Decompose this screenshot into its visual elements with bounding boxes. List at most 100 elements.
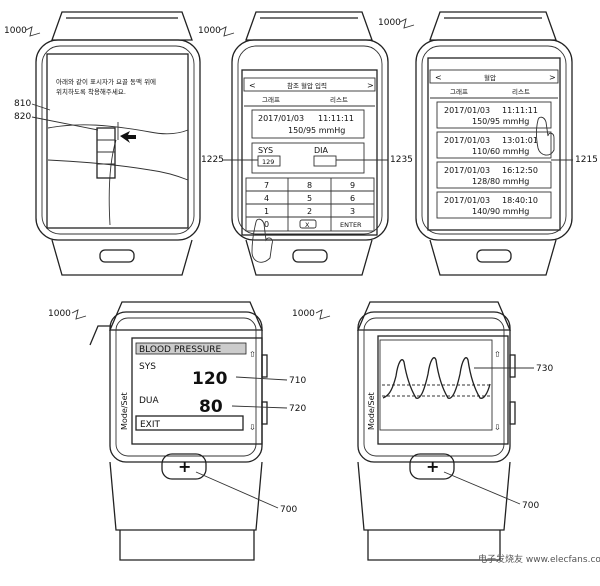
key-8[interactable]: 8 — [307, 181, 312, 190]
ref-1225: 1225 — [201, 155, 224, 165]
key-4[interactable]: 4 — [264, 194, 269, 203]
ref-1000-a: 1000 — [4, 26, 27, 36]
ref-1000-e: 1000 — [292, 309, 315, 319]
instruction-text-2: 위치하도록 착용해주세요. — [56, 87, 126, 96]
ref-1000-c: 1000 — [378, 18, 401, 28]
svg-text:+: + — [426, 457, 439, 476]
svg-text:<: < — [249, 81, 256, 90]
finger-icon — [251, 218, 273, 263]
sys-value: 120 — [192, 369, 228, 389]
svg-text:128/80 mmHg: 128/80 mmHg — [472, 177, 529, 186]
list-item[interactable] — [436, 131, 552, 159]
delete-key[interactable] — [299, 219, 317, 229]
list-item[interactable] — [436, 101, 552, 129]
sys-input[interactable] — [257, 155, 281, 167]
dia-value: 80 — [199, 397, 223, 417]
exit-button[interactable] — [135, 415, 244, 431]
svg-text:EXIT: EXIT — [140, 420, 161, 430]
key-7[interactable]: 7 — [264, 181, 269, 190]
scroll-down-icon[interactable]: ⇩ — [249, 423, 256, 432]
watch-5: ⇧ ⇩ Mode/Set + 1000 730 700 — [292, 301, 553, 561]
plus-button[interactable] — [161, 453, 207, 480]
svg-text:>: > — [549, 73, 556, 82]
svg-text:>: > — [367, 81, 374, 90]
tab-graph[interactable]: 그래프 — [262, 95, 280, 104]
finger-icon — [536, 116, 555, 156]
svg-text:11:11:11: 11:11:11 — [502, 106, 538, 115]
svg-text:150/95 mmHg: 150/95 mmHg — [288, 126, 345, 135]
side-button-top[interactable] — [509, 354, 516, 378]
ref-730: 730 — [536, 364, 553, 374]
key-1[interactable]: 1 — [264, 207, 269, 216]
svg-text:150/95 mmHg: 150/95 mmHg — [472, 117, 529, 126]
key-9[interactable]: 9 — [350, 181, 355, 190]
home-button[interactable] — [476, 249, 512, 263]
key-5[interactable]: 5 — [307, 194, 312, 203]
key-0[interactable]: 0 — [264, 220, 269, 229]
mode-set-label: Mode/Set — [120, 392, 129, 430]
side-button-bottom[interactable] — [509, 401, 516, 425]
list-title: 혈압 — [484, 73, 496, 82]
sys-label: SYS — [258, 146, 273, 155]
ref-810: 810 — [14, 99, 31, 109]
svg-text:16:12:50: 16:12:50 — [502, 166, 538, 175]
sys-label: SYS — [139, 362, 156, 372]
ref-700-a: 700 — [280, 505, 297, 515]
dia-label: DIA — [314, 146, 329, 155]
wrist-bottom-line — [47, 159, 189, 181]
ref-700-b: 700 — [522, 501, 539, 511]
key-6[interactable]: 6 — [350, 194, 355, 203]
watch-2: < 참조 혈압 입력 > 그래프 리스트 2017/01/03 11:11:11… — [198, 11, 413, 276]
ref-1000-b: 1000 — [198, 26, 221, 36]
key-enter[interactable]: ENTER — [340, 221, 362, 229]
watch-4: BLOOD PRESSURE SYS 120 DUA 80 EXIT ⇧ ⇩ M… — [48, 301, 306, 561]
watermark: 电子发烧友 www.elecfans.com — [478, 553, 600, 565]
marker-arrow-icon — [120, 131, 136, 143]
tab-graph[interactable]: 그래프 — [450, 87, 468, 96]
dia-input[interactable] — [313, 155, 337, 167]
key-2[interactable]: 2 — [307, 207, 312, 216]
ref-1215: 1215 — [575, 155, 598, 165]
svg-text:140/90 mmHg: 140/90 mmHg — [472, 207, 529, 216]
instruction-text-1: 아래와 같이 표시자가 요골 동맥 위에 — [56, 77, 156, 86]
ref-720: 720 — [289, 404, 306, 414]
svg-text:2017/01/03: 2017/01/03 — [444, 136, 490, 145]
svg-text:2017/01/03: 2017/01/03 — [444, 196, 490, 205]
tab-list[interactable]: 리스트 — [330, 95, 348, 104]
list-item[interactable] — [436, 161, 552, 189]
waveform-screen — [379, 339, 493, 431]
home-button[interactable] — [99, 249, 135, 263]
home-button[interactable] — [292, 249, 328, 263]
svg-text:2017/01/03: 2017/01/03 — [258, 114, 304, 123]
watch-3: < 혈압 > 그래프 리스트 2017/01/03 11:11:11 150/9… — [378, 11, 598, 276]
svg-text:11:11:11: 11:11:11 — [318, 114, 354, 123]
bp-header: BLOOD PRESSURE — [139, 345, 221, 355]
arm-line — [108, 122, 119, 226]
band-illustration — [96, 127, 116, 179]
svg-text:2017/01/03: 2017/01/03 — [444, 106, 490, 115]
plus-button[interactable] — [409, 453, 455, 480]
svg-text:18:40:10: 18:40:10 — [502, 196, 538, 205]
side-button-top[interactable] — [261, 354, 268, 378]
ref-1000-d: 1000 — [48, 309, 71, 319]
scroll-up-icon[interactable]: ⇧ — [494, 350, 501, 359]
input-title: 참조 혈압 입력 — [287, 81, 327, 90]
watch-1: 아래와 같이 표시자가 요골 동맥 위에 위치하도록 착용해주세요. 1000 … — [4, 11, 201, 276]
bp-waveform — [382, 357, 491, 399]
latest-entry — [251, 109, 365, 139]
key-3[interactable]: 3 — [350, 207, 355, 216]
dia-label: DUA — [139, 396, 160, 406]
svg-text:129: 129 — [262, 158, 274, 166]
tab-list[interactable]: 리스트 — [512, 87, 530, 96]
svg-text:110/60 mmHg: 110/60 mmHg — [472, 147, 529, 156]
list-item[interactable] — [436, 191, 552, 219]
scroll-up-icon[interactable]: ⇧ — [249, 350, 256, 359]
record-list: 2017/01/03 11:11:11 150/95 mmHg 2017/01/… — [436, 101, 552, 219]
ref-1235: 1235 — [390, 155, 413, 165]
svg-text:13:01:01: 13:01:01 — [502, 136, 538, 145]
side-button-bottom[interactable] — [261, 401, 268, 425]
ref-710: 710 — [289, 376, 306, 386]
svg-text:+: + — [178, 457, 191, 476]
mode-set-label: Mode/Set — [367, 392, 376, 430]
scroll-down-icon[interactable]: ⇩ — [494, 423, 501, 432]
